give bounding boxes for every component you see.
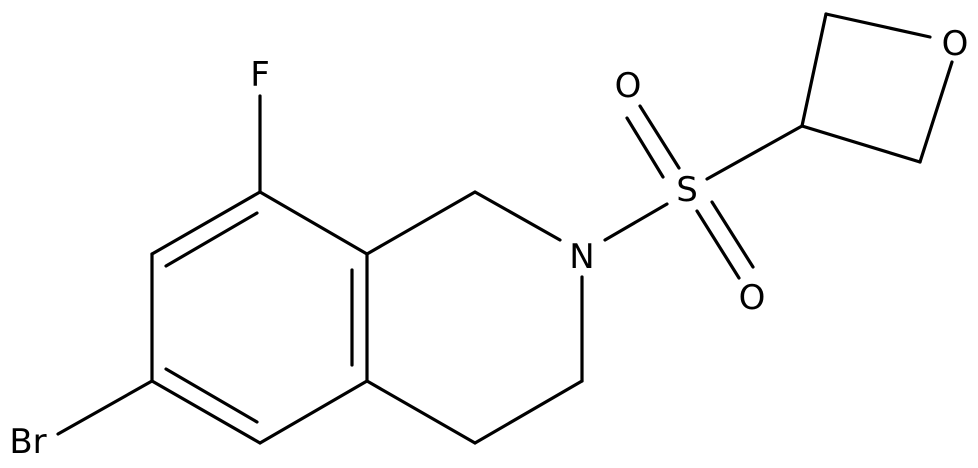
atom-o-oxetane: O <box>942 24 969 64</box>
atom-n: N <box>569 237 594 277</box>
bond-oxetane-c4-c3 <box>800 124 922 164</box>
bond-c1-n <box>473 190 562 242</box>
bond-s-o-top-b <box>625 116 665 179</box>
bond-c8-c8a <box>258 190 369 256</box>
atom-o-sulfonyl-bottom: O <box>739 278 766 318</box>
bond-c3-c4 <box>473 379 584 445</box>
bond-c7-c8 <box>150 190 262 256</box>
atom-o-sulfonyl-top: O <box>615 66 642 106</box>
bond-c4-c4a <box>365 379 477 445</box>
bond-oxetane-o-c4 <box>918 60 954 164</box>
bond-c4a-c5 <box>258 379 369 445</box>
bond-c6-br <box>56 379 154 436</box>
bond-oxetane-c2-o <box>824 12 932 39</box>
double-bond-c5-c6 <box>164 367 259 424</box>
bond-s-o-bottom-b <box>710 200 755 269</box>
bond-s-o-bottom-a <box>695 209 741 280</box>
double-bond-c7-c8 <box>164 211 259 268</box>
atom-s: S <box>676 170 698 210</box>
bond-oxetane-c3-c2 <box>800 12 828 128</box>
bond-n-s <box>603 202 669 242</box>
bond-s-c-oxetane <box>705 124 804 181</box>
atom-br: Br <box>9 422 46 462</box>
bond-c8a-c1 <box>365 190 477 256</box>
atom-f: F <box>250 55 270 95</box>
bond-s-o-top-a <box>638 104 681 170</box>
bond-c5-c6 <box>150 379 262 445</box>
